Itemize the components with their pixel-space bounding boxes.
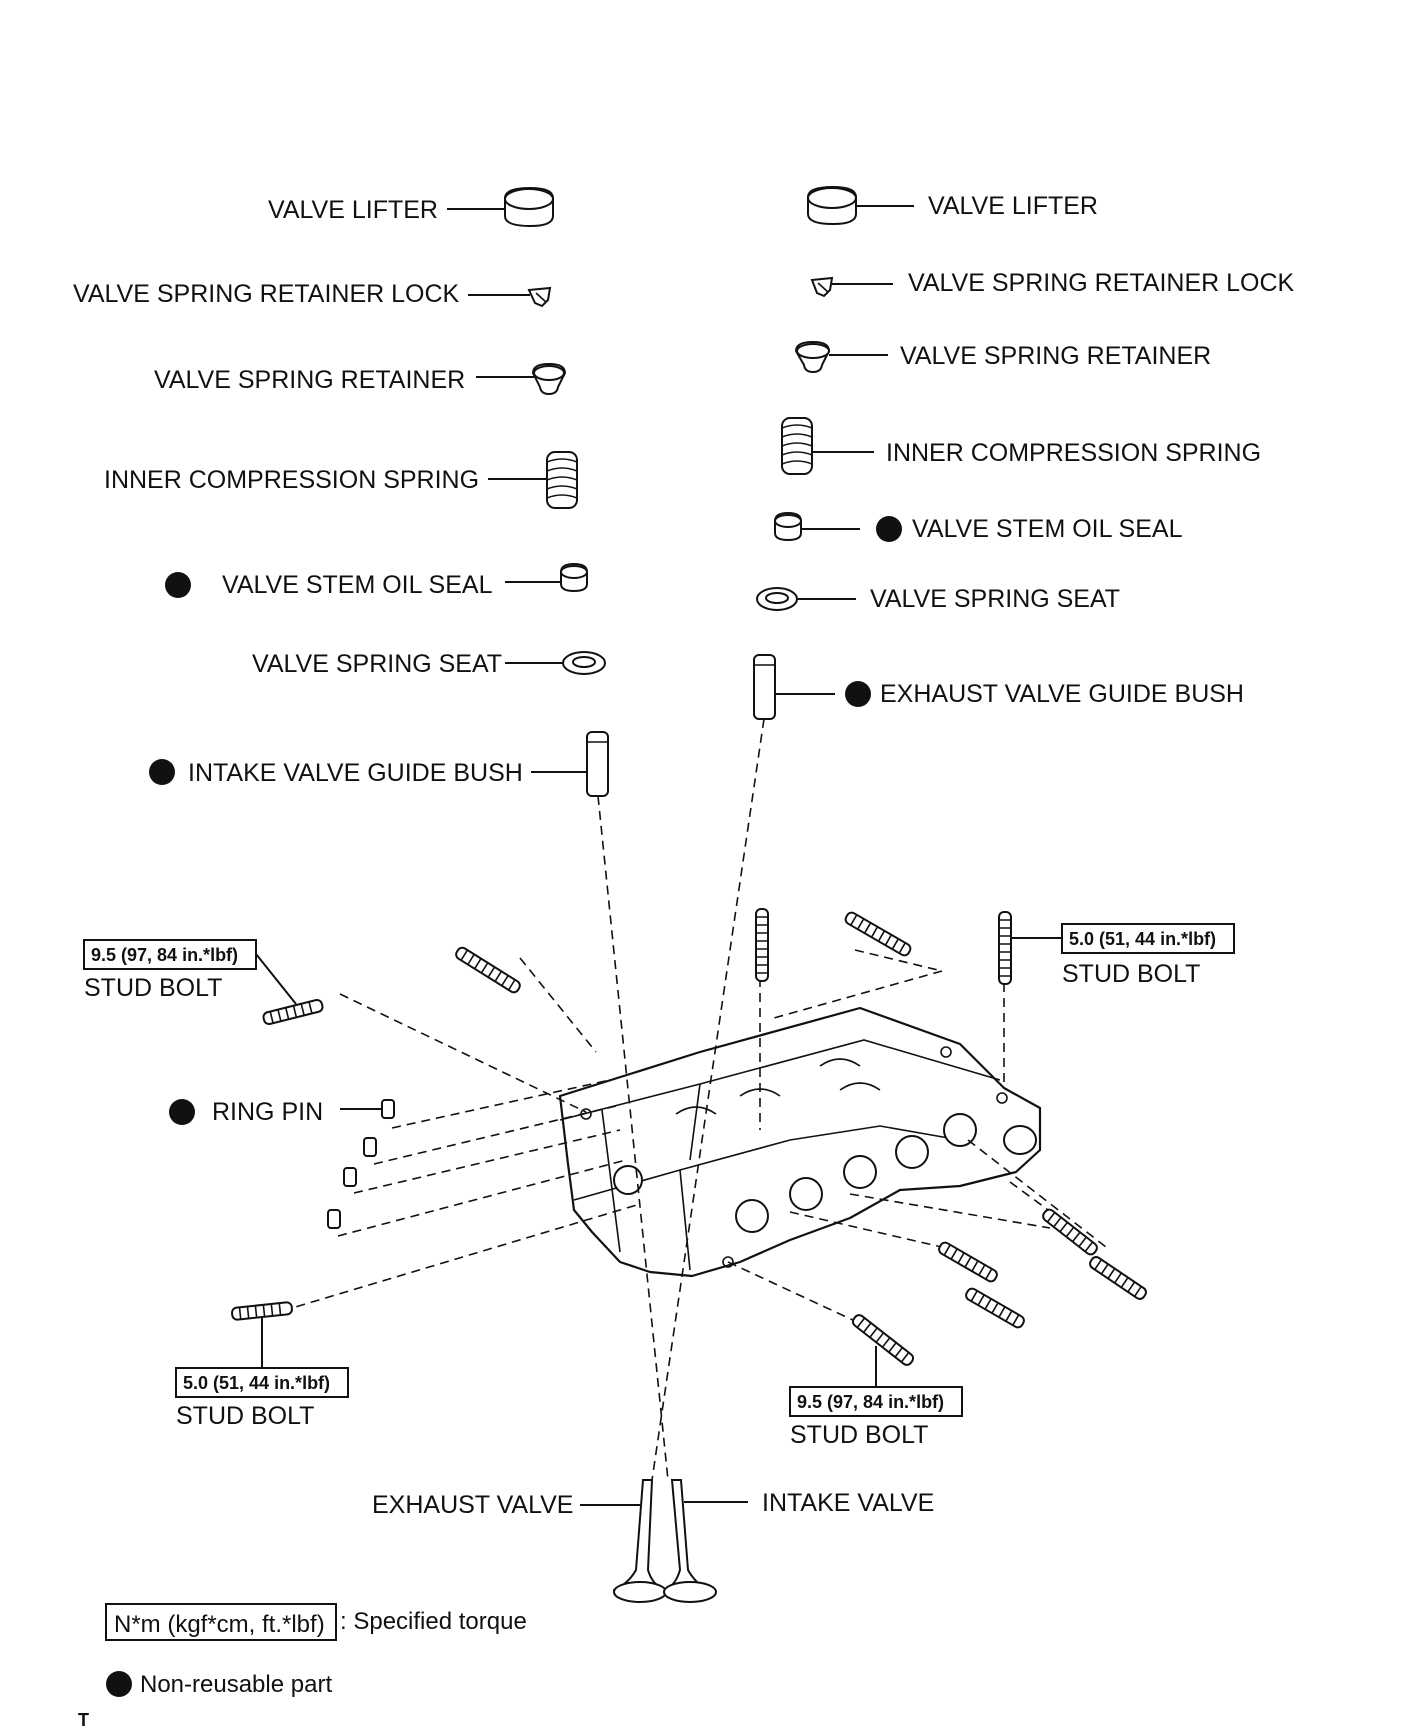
legend-torque-box — [105, 1603, 337, 1641]
non-reusable-dot-icon — [845, 681, 871, 707]
spring-seat-icon — [756, 587, 798, 611]
left-spring-seat-label: VALVE SPRING SEAT — [252, 650, 502, 678]
stud-bolt-icon — [998, 911, 1012, 985]
stud-bolt-icon — [1042, 1208, 1098, 1256]
right-retainer-lock-label: VALVE SPRING RETAINER LOCK — [908, 269, 1295, 297]
exhaust-guide-bush-label: EXHAUST VALVE GUIDE BUSH — [880, 680, 1244, 708]
compression-spring-icon — [781, 417, 813, 475]
intake-valve-label: INTAKE VALVE — [762, 1489, 934, 1517]
valve-guide-bush-icon — [586, 731, 609, 797]
torque-box — [1061, 923, 1235, 954]
stud-bolt-icon — [755, 908, 769, 982]
right-valve-lifter-label: VALVE LIFTER — [928, 192, 1098, 220]
stud-bolt-icon — [231, 1301, 293, 1321]
legend-nonreusable-description: Non-reusable part — [140, 1671, 332, 1698]
torque-box — [789, 1386, 963, 1417]
corner-mark: T — [78, 1710, 89, 1730]
exhaust-valve-icon — [612, 1479, 667, 1603]
non-reusable-dot-icon — [169, 1099, 195, 1125]
left-retainer-lock-label: VALVE SPRING RETAINER LOCK — [73, 280, 460, 308]
torque-spec-tr: 5.0 (51, 44 in.*lbf) — [1069, 929, 1216, 949]
ring-pin-icon — [381, 1099, 395, 1119]
valve-guide-bush-icon — [753, 654, 776, 720]
non-reusable-dot-icon — [106, 1671, 132, 1697]
right-inner-spring-label: INNER COMPRESSION SPRING — [886, 439, 1261, 467]
stud-bolt-icon — [262, 998, 324, 1026]
torque-spec-tl: 9.5 (97, 84 in.*lbf) — [91, 945, 238, 965]
spring-retainer-icon — [794, 340, 831, 374]
oil-seal-icon — [774, 511, 802, 542]
legend-torque-units: N*m (kgf*cm, ft.*lbf) — [114, 1611, 325, 1638]
legend-torque-description: : Specified torque — [340, 1608, 527, 1635]
stud-bolt-label-tr: STUD BOLT — [1062, 960, 1200, 988]
torque-spec-br: 9.5 (97, 84 in.*lbf) — [797, 1392, 944, 1412]
retainer-lock-icon — [527, 286, 552, 308]
right-stem-oil-seal-label: VALVE STEM OIL SEAL — [912, 515, 1183, 543]
non-reusable-dot-icon — [165, 572, 191, 598]
stud-bolt-icon — [965, 1287, 1025, 1329]
assembly-guide-lines — [281, 718, 1107, 1481]
torque-spec-bl: 5.0 (51, 44 in.*lbf) — [183, 1373, 330, 1393]
left-inner-spring-label: INNER COMPRESSION SPRING — [104, 466, 479, 494]
stud-bolt-icon — [1089, 1256, 1147, 1300]
stud-bolt-icon — [851, 1314, 915, 1366]
cylinder-head-icon — [558, 1006, 1042, 1278]
ring-pin-icon — [343, 1167, 357, 1187]
right-retainer-label: VALVE SPRING RETAINER — [900, 342, 1211, 370]
left-valve-lifter-label: VALVE LIFTER — [268, 196, 438, 224]
valve-lifter-icon — [504, 186, 554, 228]
intake-guide-bush-label: INTAKE VALVE GUIDE BUSH — [188, 759, 523, 787]
stud-bolt-label-br: STUD BOLT — [790, 1421, 928, 1449]
left-retainer-label: VALVE SPRING RETAINER — [154, 366, 465, 394]
stud-bolt-icon — [455, 946, 521, 994]
oil-seal-icon — [560, 562, 588, 593]
torque-box — [175, 1367, 349, 1398]
legend: N*m (kgf*cm, ft.*lbf) : Specified torque… — [105, 1603, 527, 1698]
valve-lifter-icon — [807, 185, 857, 226]
non-reusable-dot-icon — [876, 516, 902, 542]
spring-seat-icon — [562, 651, 606, 675]
ring-pin-label: RING PIN — [212, 1098, 323, 1126]
non-reusable-dot-icon — [149, 759, 175, 785]
right-spring-seat-label: VALVE SPRING SEAT — [870, 585, 1120, 613]
compression-spring-icon — [546, 451, 578, 509]
ring-pin-icon — [327, 1209, 341, 1229]
stud-bolt-label-bl: STUD BOLT — [176, 1402, 314, 1430]
stud-bolt-icon — [938, 1241, 998, 1283]
retainer-lock-icon — [810, 276, 834, 298]
exhaust-valve-label: EXHAUST VALVE — [372, 1491, 573, 1519]
spring-retainer-icon — [531, 362, 567, 396]
ring-pin-icon — [363, 1137, 377, 1157]
left-stem-oil-seal-label: VALVE STEM OIL SEAL — [222, 571, 493, 599]
stud-bolt-label-tl: STUD BOLT — [84, 974, 222, 1002]
stud-bolt-icon — [844, 911, 912, 957]
intake-valve-icon — [663, 1479, 717, 1603]
